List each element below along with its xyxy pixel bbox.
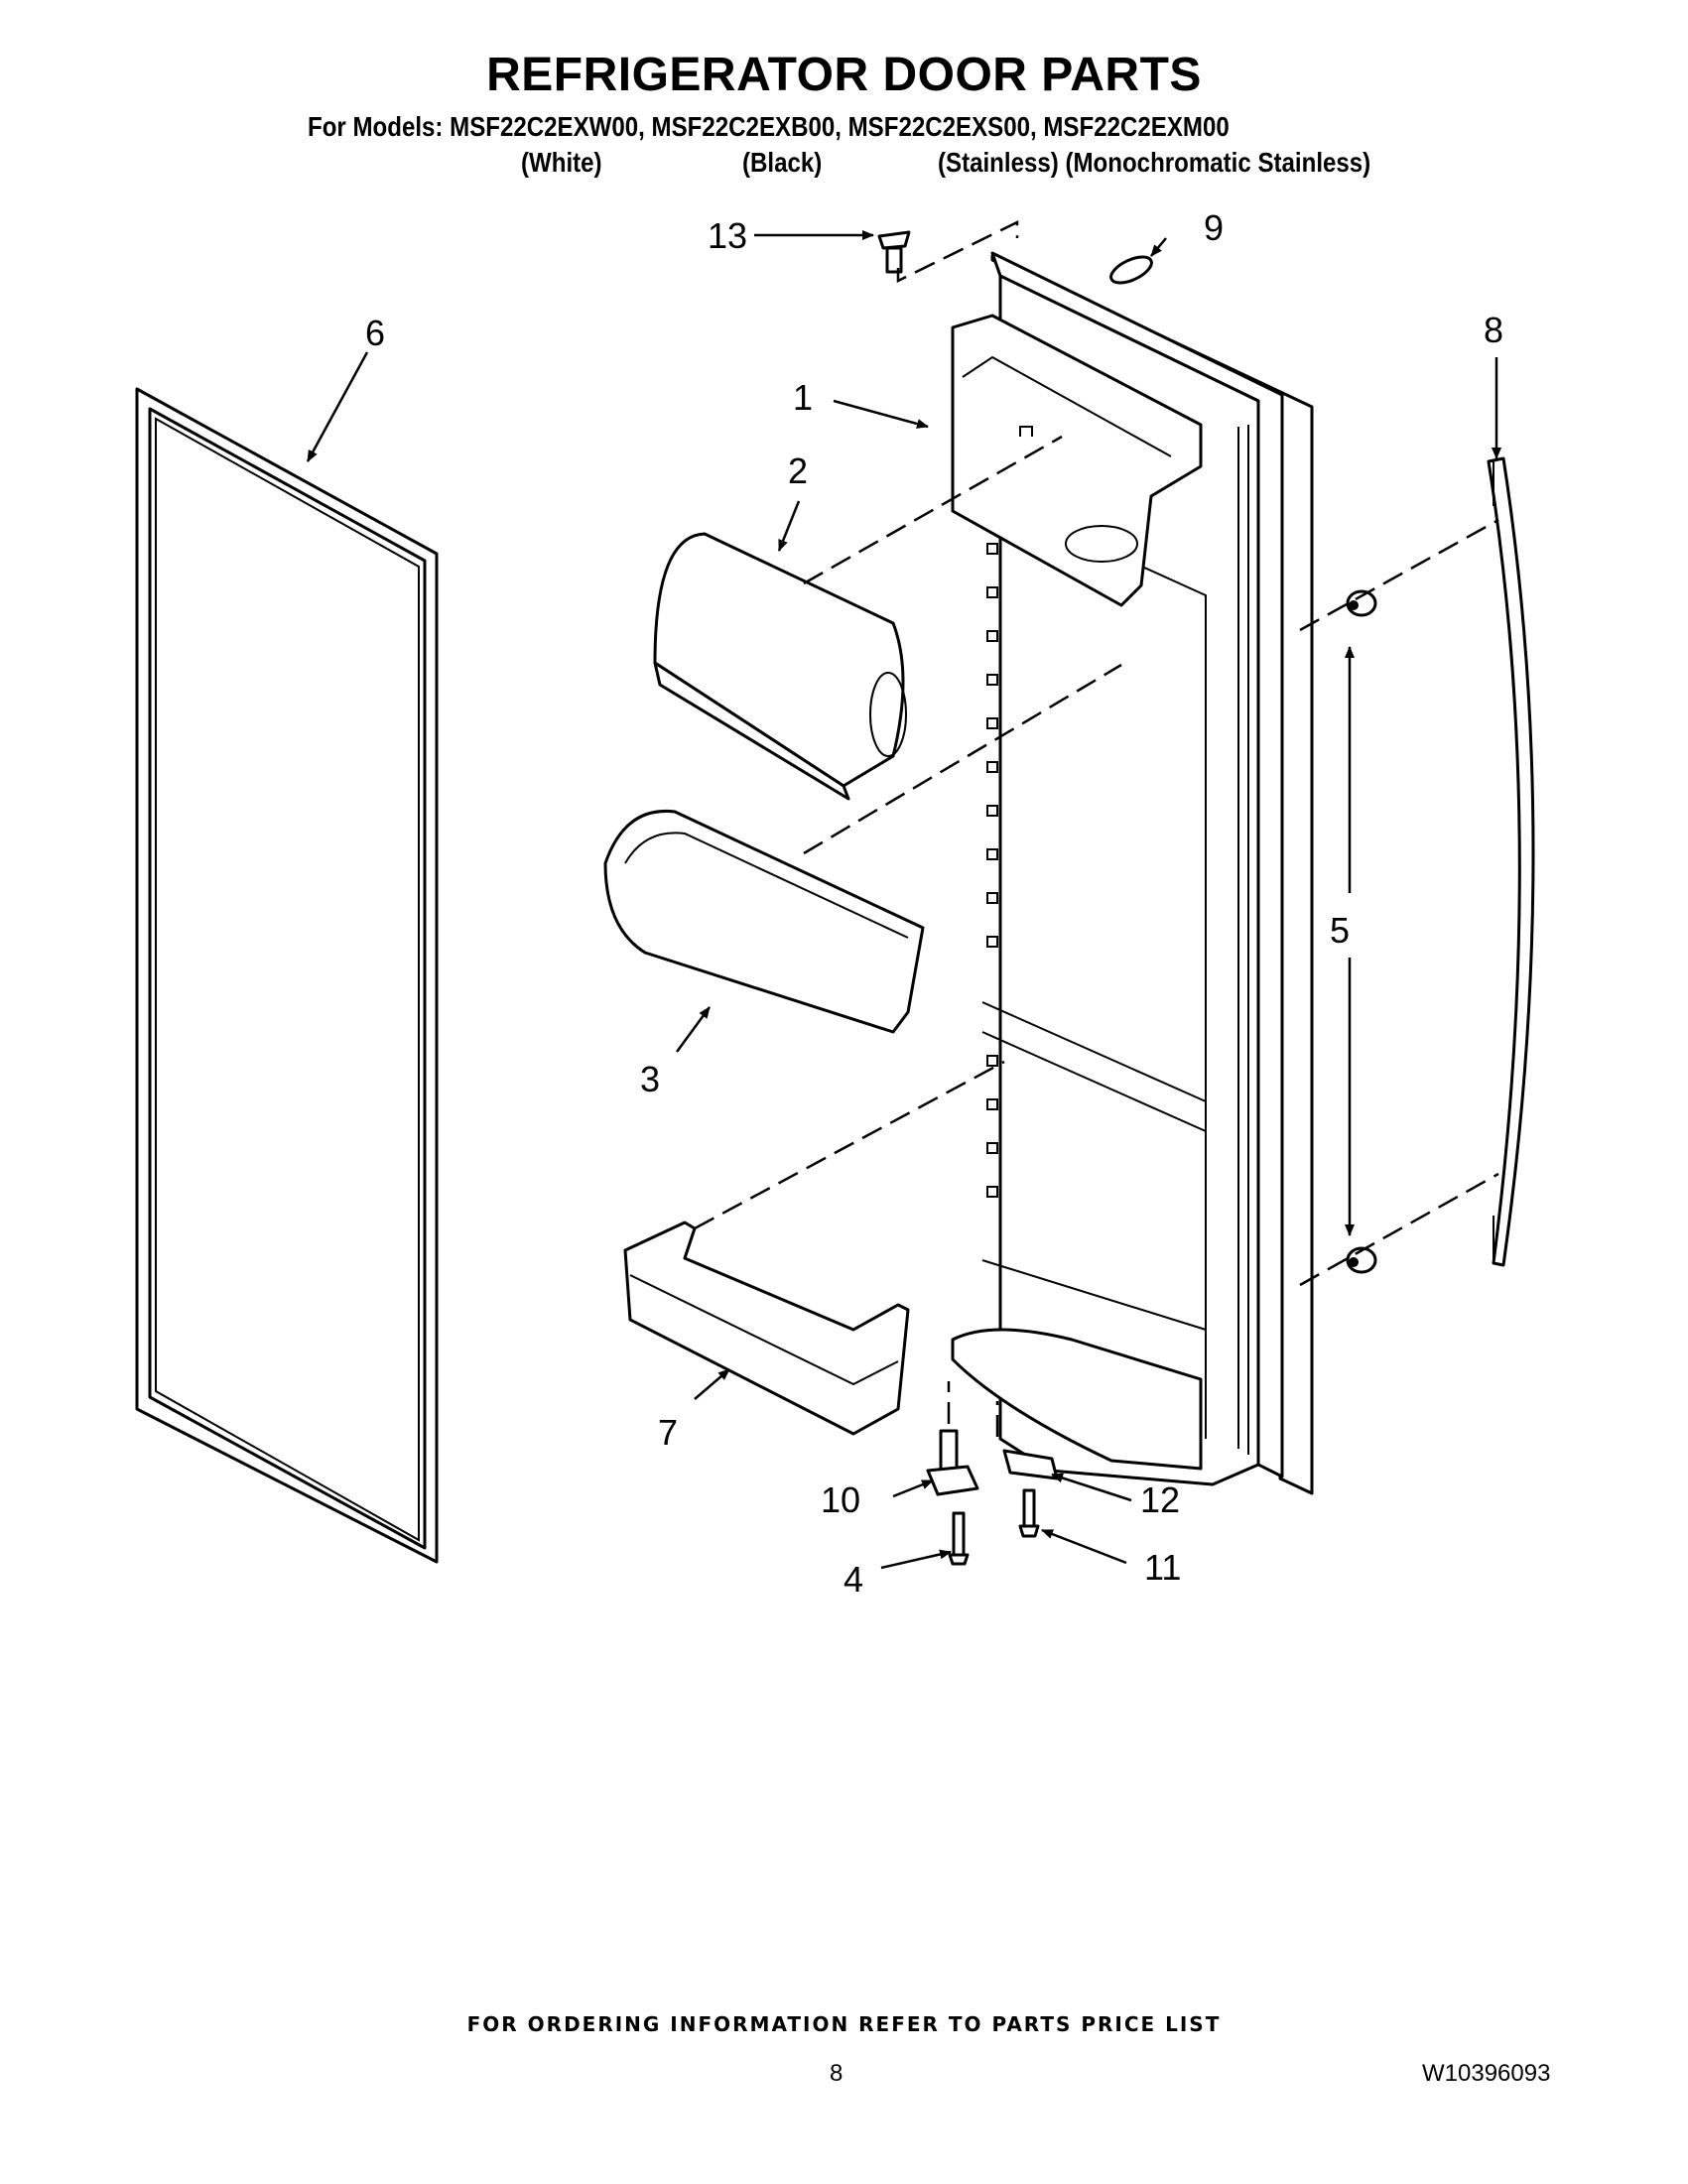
callout-12: 12: [1140, 1479, 1180, 1520]
callout-1: 1: [793, 377, 813, 418]
models-line: For Models: MSF22C2EXW00, MSF22C2EXB00, …: [308, 111, 1230, 142]
callout-11: 11: [1144, 1547, 1181, 1588]
handle-screw-top: [1346, 589, 1377, 617]
callout-10: 10: [821, 1479, 860, 1520]
plug-button: [1109, 255, 1153, 285]
callout-5: 5: [1330, 910, 1350, 951]
callout-labels: 13 9 6 8 1 2 5 3 7 10 12 4 11: [365, 207, 1503, 1600]
door-handle: [1487, 456, 1535, 1267]
variant-stainless: (Stainless) (Monochromatic Stainless): [938, 147, 1371, 178]
assembly-lines: [694, 219, 1499, 1437]
hinge-screw: [948, 1511, 970, 1566]
dairy-door-cover: [653, 532, 907, 801]
liner-tabs: [986, 543, 998, 1198]
callout-3: 3: [640, 1059, 660, 1099]
door-gasket: [135, 387, 439, 1564]
callout-13: 13: [708, 215, 747, 256]
callout-7: 7: [658, 1412, 678, 1453]
variant-black: (Black): [742, 147, 823, 178]
callout-6: 6: [365, 313, 385, 353]
callout-2: 2: [788, 450, 808, 491]
leader-lines: [306, 230, 1501, 1570]
page-title: REFRIGERATOR DOOR PARTS: [486, 49, 1202, 101]
door-stop-pin: [877, 230, 911, 274]
door-liner: [951, 251, 1314, 1495]
variant-white: (White): [521, 147, 602, 178]
document-number: W10396093: [1422, 2060, 1551, 2087]
page-number: 8: [830, 2060, 844, 2087]
callout-4: 4: [844, 1559, 863, 1600]
hinge-bracket-screw: [1018, 1488, 1040, 1538]
ordering-note: FOR ORDERING INFORMATION REFER TO PARTS …: [466, 2012, 1222, 2036]
lower-door-bin: [623, 1220, 910, 1436]
callout-8: 8: [1484, 310, 1503, 350]
handle-screw-bottom: [1346, 1246, 1377, 1274]
callout-9: 9: [1204, 207, 1224, 248]
hinge-pin-assembly: [926, 1429, 979, 1496]
door-bin: [603, 809, 925, 1034]
